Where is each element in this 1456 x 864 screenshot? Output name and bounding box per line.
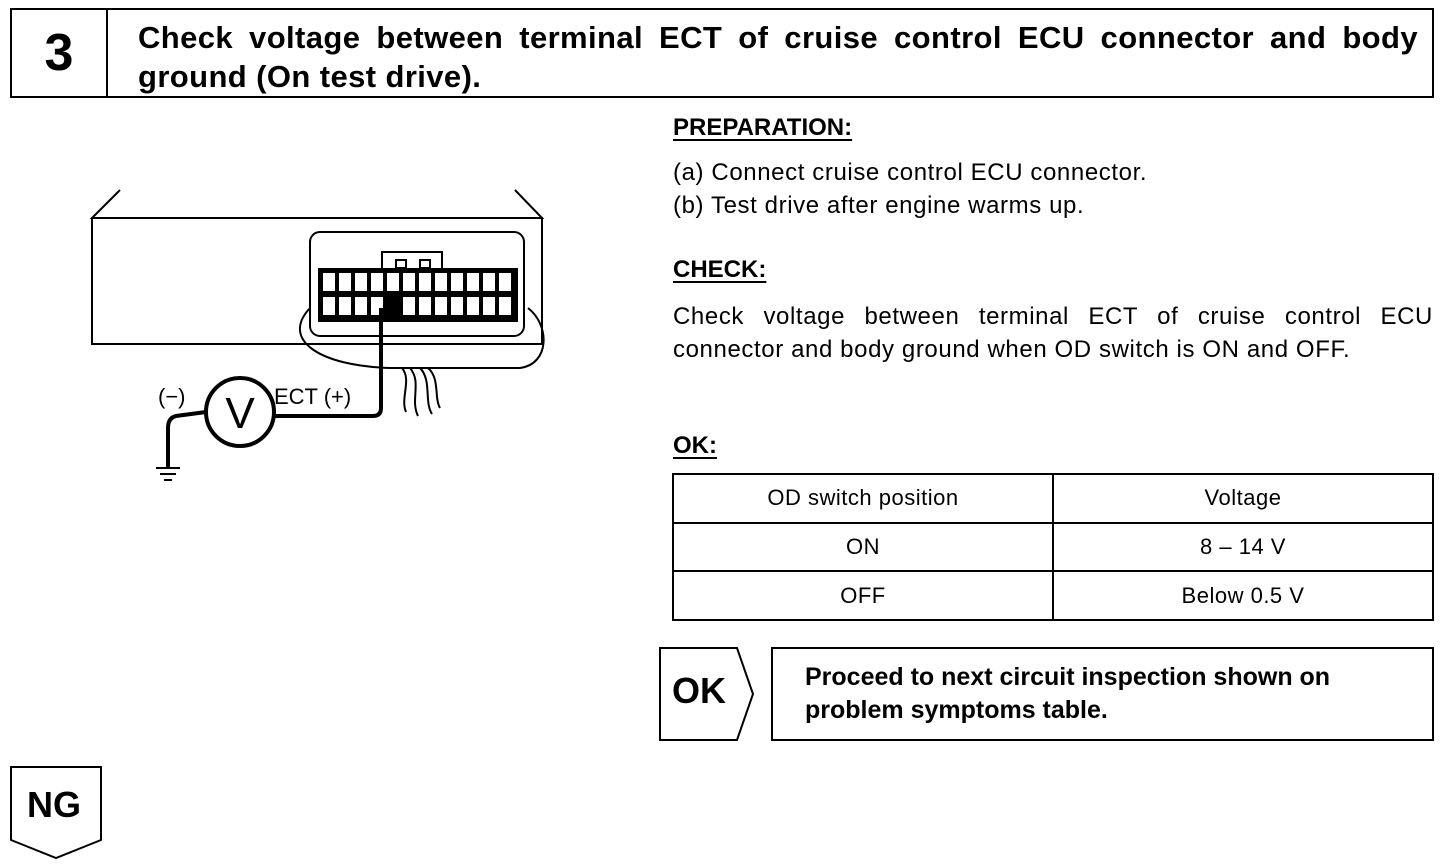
ok-result-text: Proceed to next circuit inspection shown… xyxy=(805,663,1331,724)
voltmeter-symbol: V xyxy=(225,389,255,438)
harness-loop xyxy=(298,307,545,369)
table-cell: Below 0.5 V xyxy=(1052,570,1434,621)
ng-tag-label: NG xyxy=(27,784,81,825)
ok-heading: OK: xyxy=(673,432,717,459)
check-text: Check voltage between terminal ECT of cr… xyxy=(673,303,1433,363)
positive-terminal-label: ECT (+) xyxy=(274,384,351,409)
negative-terminal-label: (−) xyxy=(158,384,186,409)
step-title: Check voltage between terminal ECT of cr… xyxy=(138,20,1418,94)
preparation-step-b: (b) Test drive after engine warms up. xyxy=(673,192,1085,219)
ecu-connector-voltage-diagram: V (−) ECT (+) xyxy=(89,189,545,481)
table-cell: OFF xyxy=(672,570,1054,621)
column-header-od-switch: OD switch position xyxy=(672,473,1054,524)
connector-body xyxy=(309,231,525,337)
table-row: ON 8 – 14 V xyxy=(672,521,1434,573)
ok-arrow-tag xyxy=(659,647,755,741)
table-header-row: OD switch position Voltage xyxy=(672,473,1434,524)
column-header-voltage: Voltage xyxy=(1052,473,1434,524)
ecu-housing xyxy=(91,217,543,345)
check-heading: CHECK: xyxy=(673,256,767,283)
ng-arrow-tag xyxy=(10,766,102,860)
voltage-spec-table: OD switch position Voltage ON 8 – 14 V O… xyxy=(672,473,1434,621)
preparation-step-a: (a) Connect cruise control ECU connector… xyxy=(673,159,1148,186)
ok-result-box: Proceed to next circuit inspection shown… xyxy=(771,647,1434,741)
preparation-heading: PREPARATION: xyxy=(673,114,853,141)
step-number: 3 xyxy=(12,10,108,96)
ecu-housing-top xyxy=(89,189,545,219)
table-row: OFF Below 0.5 V xyxy=(672,570,1434,621)
table-cell: 8 – 14 V xyxy=(1052,521,1434,573)
ect-probe-wire xyxy=(270,308,383,418)
ground-lead xyxy=(166,410,207,468)
step-header: 3 Check voltage between terminal ECT of … xyxy=(10,8,1434,98)
ok-tag-label: OK xyxy=(672,670,726,711)
ground-icon xyxy=(156,467,180,481)
table-cell: ON xyxy=(672,521,1054,573)
